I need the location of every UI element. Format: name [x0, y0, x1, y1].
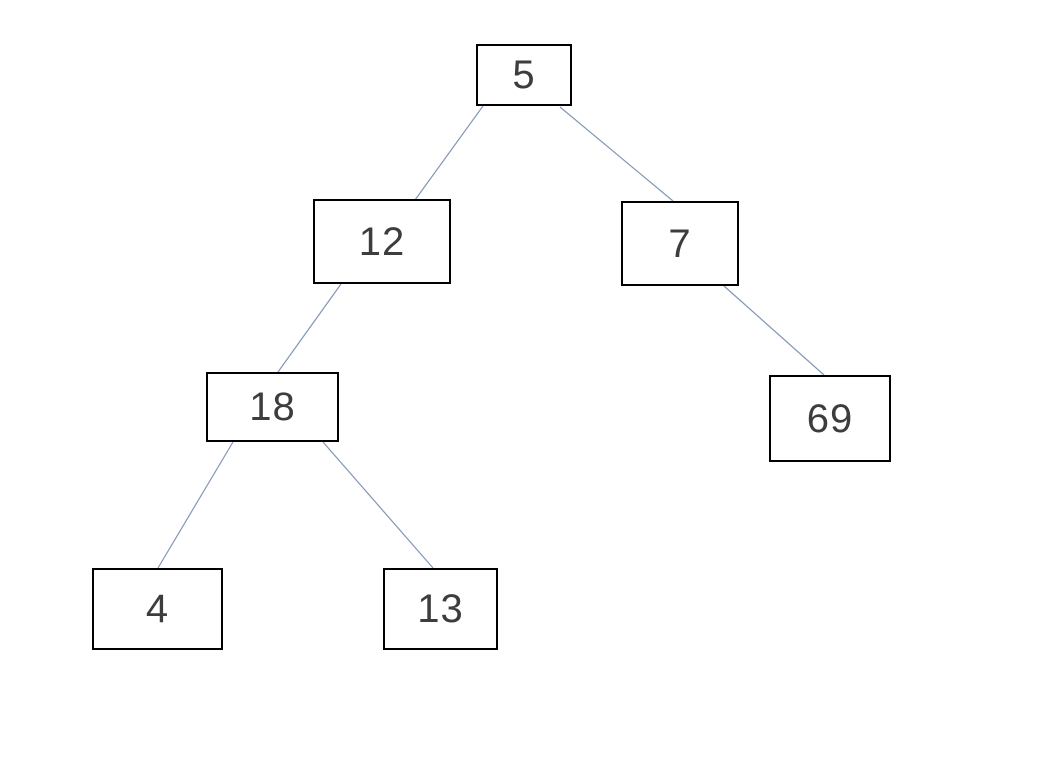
tree-node-13: 13: [383, 568, 498, 650]
tree-edge-n18-n13: [322, 441, 434, 569]
tree-node-69: 69: [769, 375, 891, 462]
tree-edge-n12-n18: [277, 283, 342, 373]
tree-edge-n5-n7: [559, 106, 674, 202]
tree-node-4: 4: [92, 568, 223, 650]
tree-node-label: 13: [417, 587, 464, 631]
tree-edge-n7-n69: [723, 285, 825, 376]
tree-node-label: 4: [145, 587, 170, 631]
tree-node-label: 12: [358, 219, 406, 264]
tree-node-label: 5: [512, 53, 536, 97]
tree-node-5: 5: [476, 44, 572, 106]
tree-node-18: 18: [206, 372, 339, 442]
tree-node-7: 7: [621, 201, 739, 286]
tree-node-label: 69: [806, 396, 854, 441]
tree-node-12: 12: [313, 199, 451, 284]
tree-node-label: 18: [249, 385, 296, 429]
tree-edge-n18-n4: [157, 441, 234, 569]
tree-node-label: 7: [668, 221, 692, 266]
tree-edge-n5-n12: [414, 105, 484, 201]
